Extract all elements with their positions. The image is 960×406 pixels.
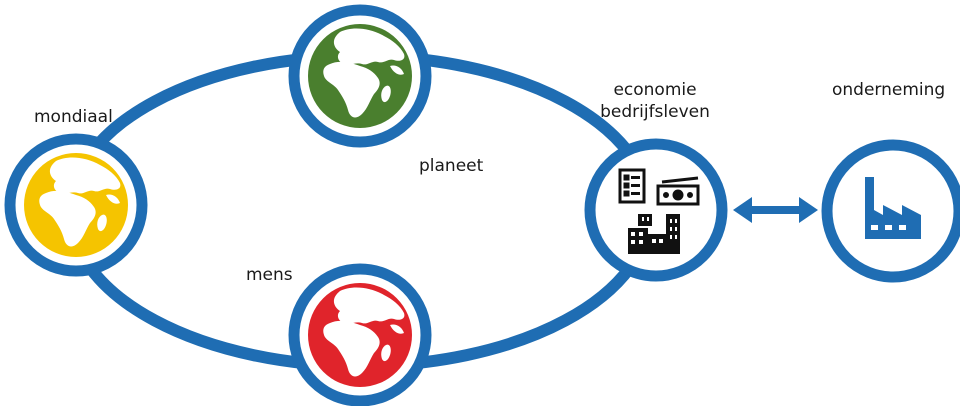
economy-node (584, 138, 728, 282)
label-onderneming: onderneming (832, 80, 946, 100)
label-economie-line1: economie (613, 80, 697, 100)
people-node (288, 263, 432, 406)
buildings-icon (628, 214, 680, 254)
global-node (4, 133, 148, 277)
banknote-icon (656, 176, 700, 206)
label-mens: mens (246, 265, 293, 285)
document-icon (618, 168, 646, 204)
double-arrow-icon (733, 197, 818, 223)
label-economie-line2: bedrijfsleven (600, 102, 710, 122)
label-economie: economie bedrijfsleven (580, 79, 730, 123)
company-node (821, 139, 960, 283)
planet-node (288, 4, 432, 148)
factory-icon (865, 177, 921, 239)
label-planeet: planeet (419, 156, 484, 176)
label-mondiaal: mondiaal (34, 107, 113, 127)
